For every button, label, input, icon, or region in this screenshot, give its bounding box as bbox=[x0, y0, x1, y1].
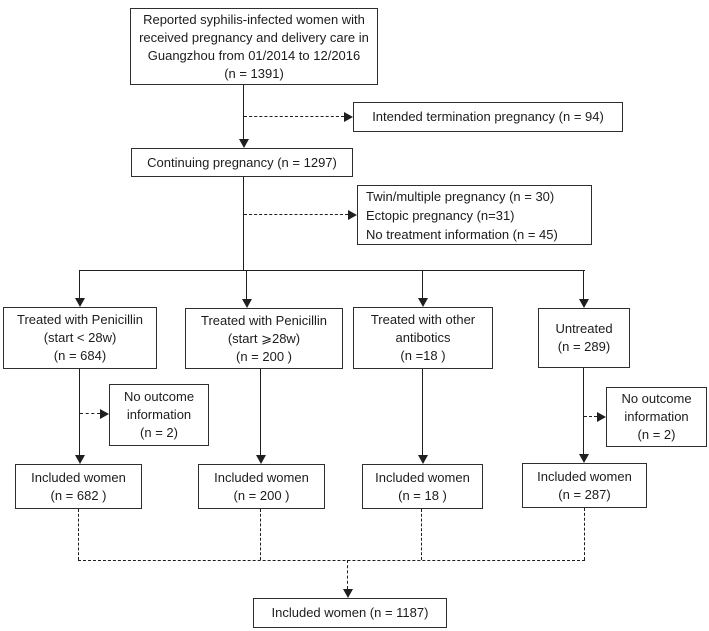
connector-dashed-to-no-outcome-left bbox=[80, 413, 100, 414]
box-text-line: Twin/multiple pregnancy (n = 30) bbox=[366, 188, 555, 204]
connector-other-antibiotics-to-included bbox=[422, 369, 423, 455]
box-included-other-antibiotics: Included women (n = 18 ) bbox=[362, 464, 483, 509]
box-text-line: Included women bbox=[537, 468, 632, 484]
arrowhead-into-no-outcome-right bbox=[597, 412, 606, 422]
box-text-line: Ectopic pregnancy (n=31) bbox=[366, 207, 515, 223]
connector-branch-horizontal bbox=[79, 270, 585, 271]
box-treated-penicillin-early: Treated with Penicillin (start < 28w) (n… bbox=[3, 307, 157, 369]
box-text-line: No treatment information (n = 45) bbox=[366, 226, 558, 242]
box-text-line: Guangzhou from 01/2014 to 12/2016 bbox=[147, 47, 361, 63]
box-text-line: Intended termination pregnancy (n = 94) bbox=[372, 109, 604, 124]
box-text-line: Included women bbox=[375, 469, 470, 485]
box-text-line: No outcome bbox=[123, 389, 195, 404]
arrowhead-into-untreated bbox=[579, 299, 589, 308]
box-included-untreated: Included women (n = 287) bbox=[522, 463, 647, 508]
box-text-line: (start ⩾28w) bbox=[227, 330, 301, 346]
connector-dashed-included-1-down bbox=[78, 509, 79, 560]
box-text-line: information bbox=[624, 409, 689, 424]
arrowhead-into-penicillin-early bbox=[75, 298, 85, 307]
arrowhead-into-termination bbox=[344, 112, 353, 122]
box-intended-termination: Intended termination pregnancy (n = 94) bbox=[353, 102, 623, 132]
box-no-outcome-left: No outcome information (n = 2) bbox=[109, 384, 209, 446]
box-included-total: Included women (n = 1187) bbox=[253, 598, 447, 628]
arrowhead-into-continuing bbox=[239, 139, 249, 148]
box-text-line: Included women (n = 1187) bbox=[271, 605, 429, 620]
box-text-line: Treated with Penicillin bbox=[17, 312, 143, 327]
box-text-line: Included women bbox=[214, 469, 309, 485]
box-untreated: Untreated (n = 289) bbox=[538, 308, 630, 368]
box-text-line: (n = 289) bbox=[557, 339, 611, 354]
connector-penicillin-early-to-included bbox=[79, 369, 80, 455]
box-text-line: (n = 287) bbox=[558, 486, 611, 502]
box-text-line: (n = 682 ) bbox=[50, 487, 107, 503]
box-text-line: (n = 684) bbox=[53, 348, 107, 363]
box-text-line: No outcome bbox=[621, 391, 692, 406]
box-text-line: (n = 2) bbox=[637, 427, 676, 442]
box-no-outcome-right: No outcome information (n = 2) bbox=[606, 387, 707, 447]
connector-dashed-to-exclusions bbox=[244, 214, 348, 215]
connector-branch-to-penicillin-early bbox=[79, 270, 80, 298]
box-text-line: information bbox=[126, 407, 192, 422]
box-text-line: antibotics bbox=[395, 330, 451, 345]
box-text-line: Untreated bbox=[555, 321, 613, 336]
arrowhead-into-other-antibiotics bbox=[418, 298, 428, 307]
box-text-line: Treated with other bbox=[370, 312, 476, 327]
box-exclusions: Twin/multiple pregnancy (n = 30) Ectopic… bbox=[357, 185, 592, 245]
connector-continuing-to-branch bbox=[243, 177, 244, 271]
box-included-penicillin-late: Included women (n = 200 ) bbox=[198, 464, 325, 509]
box-text-line: received pregnancy and delivery care in bbox=[139, 29, 369, 45]
box-source-population: Reported syphilis-infected women with re… bbox=[130, 8, 378, 85]
connector-branch-to-other-antibiotics bbox=[422, 270, 423, 298]
box-continuing-pregnancy: Continuing pregnancy (n = 1297) bbox=[131, 148, 353, 177]
box-included-penicillin-early: Included women (n = 682 ) bbox=[15, 464, 142, 509]
arrowhead-into-included-2 bbox=[256, 455, 266, 464]
connector-dashed-included-2-down bbox=[260, 509, 261, 560]
box-text-line: (n =18 ) bbox=[400, 348, 446, 363]
arrowhead-into-exclusions bbox=[348, 210, 357, 220]
connector-dashed-to-no-outcome-right bbox=[584, 416, 597, 417]
arrowhead-into-no-outcome-left bbox=[100, 409, 109, 419]
connector-untreated-to-included bbox=[583, 368, 584, 454]
box-treated-other-antibiotics: Treated with other antibotics (n =18 ) bbox=[353, 307, 493, 369]
connector-dashed-to-termination bbox=[244, 116, 344, 117]
box-text-line: (start < 28w) bbox=[43, 330, 117, 345]
connector-dashed-merge-horizontal bbox=[78, 560, 585, 561]
box-text-line: (n = 2) bbox=[140, 425, 178, 440]
connector-branch-to-untreated bbox=[583, 270, 584, 299]
arrowhead-into-included-3 bbox=[418, 455, 428, 464]
connector-dashed-included-3-down bbox=[421, 509, 422, 560]
connector-source-to-continuing bbox=[243, 85, 244, 139]
arrowhead-into-penicillin-late bbox=[242, 299, 252, 308]
box-text-line: (n = 200 ) bbox=[235, 348, 292, 364]
box-text-line: (n = 200 ) bbox=[233, 487, 290, 503]
box-text-line: Reported syphilis-infected women with bbox=[143, 11, 365, 27]
box-text-line: (n = 1391) bbox=[224, 65, 284, 81]
arrowhead-into-included-1 bbox=[75, 455, 85, 464]
arrowhead-into-included-4 bbox=[579, 454, 589, 463]
box-text-line: Continuing pregnancy (n = 1297) bbox=[147, 154, 337, 170]
connector-branch-to-penicillin-late bbox=[246, 270, 247, 299]
connector-penicillin-late-to-included bbox=[260, 369, 261, 455]
box-text-line: (n = 18 ) bbox=[398, 487, 447, 503]
connector-dashed-to-total bbox=[347, 560, 348, 589]
arrowhead-into-total bbox=[343, 589, 353, 598]
box-text-line: Included women bbox=[31, 469, 126, 485]
box-treated-penicillin-late: Treated with Penicillin (start ⩾28w) (n … bbox=[185, 308, 343, 369]
connector-dashed-included-4-down bbox=[584, 508, 585, 560]
box-text-line: Treated with Penicillin bbox=[201, 312, 327, 328]
